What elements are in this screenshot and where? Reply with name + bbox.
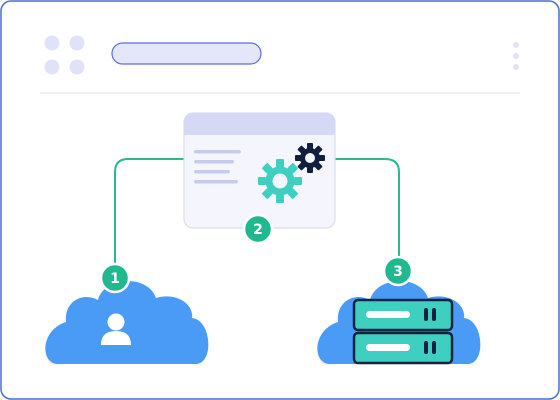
step-badge-1: 1 [99, 262, 131, 294]
address-bar[interactable] [111, 42, 262, 65]
step-badge-2: 2 [242, 213, 274, 245]
connector-app-to-server [335, 158, 400, 266]
connector-user-to-app [114, 158, 185, 272]
vertical-ellipsis-icon[interactable] [513, 42, 519, 70]
server-cloud [317, 280, 481, 365]
app-grid-icon[interactable] [44, 35, 85, 75]
step-badge-1-label: 1 [110, 271, 120, 287]
step-badge-2-label: 2 [253, 222, 263, 238]
gears-icon [258, 143, 325, 203]
text-lines [194, 150, 241, 184]
server-icon [352, 298, 454, 365]
user-cloud [45, 280, 209, 364]
user-icon [101, 313, 131, 345]
app-window [183, 112, 336, 229]
step-badge-3-label: 3 [393, 264, 403, 280]
step-badge-3: 3 [382, 255, 414, 287]
